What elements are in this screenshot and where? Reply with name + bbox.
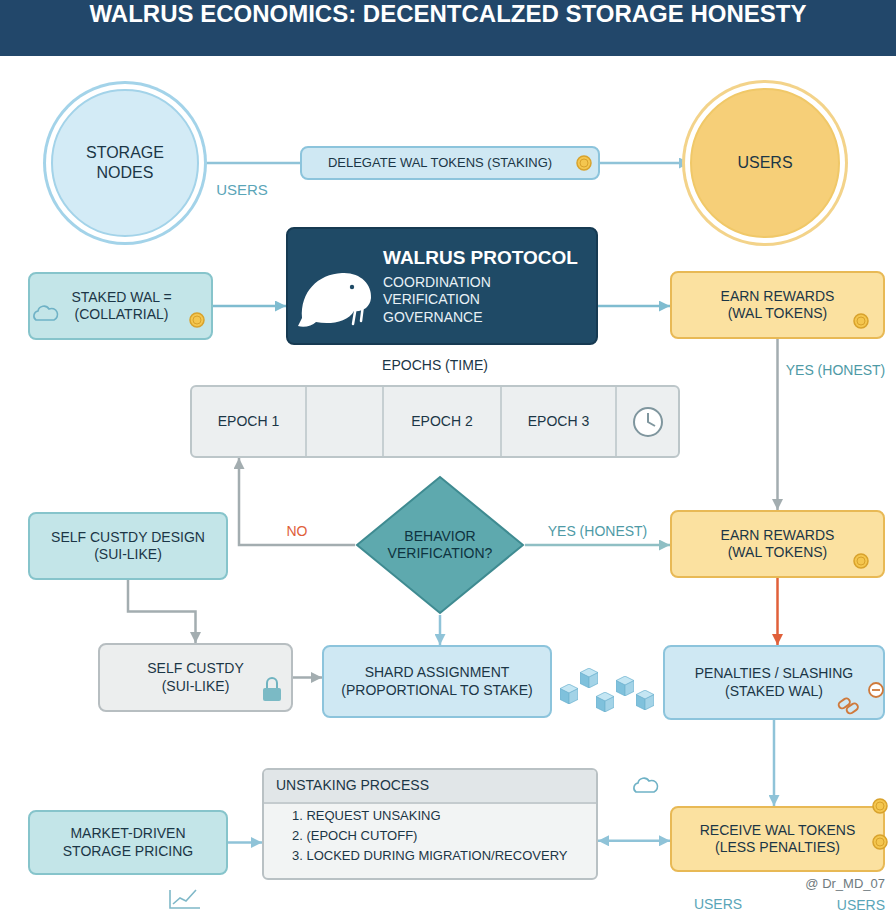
node-label: UNSTAKING PROCESS (264, 770, 596, 804)
connector (600, 162, 690, 165)
connector (239, 458, 355, 545)
circle-node: USERS (690, 88, 840, 238)
protocol-box: WALRUS PROTOCOL COORDINATION VERIFICATION… (286, 227, 598, 345)
node-label: EPOCHS (TIME) (192, 357, 678, 375)
walrus-logo (298, 273, 371, 327)
connector (773, 720, 776, 806)
reward-box: EARN REWARDS (WAL TOKENS) (670, 510, 885, 578)
node-label: EPOCH 2 (411, 413, 472, 431)
reward-box: EARN REWARDS (WAL TOKENS) (670, 271, 885, 339)
node-label: EPOCH 1 (218, 413, 279, 431)
epoch-cell: EPOCH 2 (382, 387, 502, 456)
chain-icon (837, 697, 859, 715)
node-label: SHARD ASSIGNMENT (PROPORTIONAL TO STAKE) (334, 664, 540, 699)
clock-icon (634, 408, 662, 436)
list-panel: UNSTAKING PROCESS1. REQUEST UNSAKING2. (… (262, 768, 598, 880)
connector (439, 615, 442, 645)
decision-diamond: BEHAVIOR VERIFICATION? (355, 475, 525, 615)
result-box: RECEIVE WAL TOKENS (LESS PENALTIES) (670, 806, 885, 872)
node-label: DELEGATE WAL TOKENS (STAKING) (328, 155, 552, 171)
data-cubes (560, 668, 654, 712)
process-box: SELF CUSTDY DESIGN (SUI-LIKE) (28, 512, 228, 580)
free-label: USERS (213, 181, 271, 199)
chart-icon (170, 890, 200, 908)
coin-icon (190, 156, 887, 849)
node-label: 3. LOCKED DURING MIGRATION/RECOVERY (264, 844, 596, 864)
connector (199, 162, 300, 165)
node-label: EARN REWARDS (WAL TOKENS) (703, 527, 853, 562)
connector (776, 578, 779, 645)
epoch-cell: EPOCH 3 (502, 387, 617, 456)
penalty-box: PENALTIES / SLASHING (STAKED WAL) (663, 645, 885, 720)
title-text: WALRUS ECONOMICS: DECENTCALZED STORAGE H… (0, 0, 896, 56)
node-label: SELF CUSTDY (SUI-LIKE) (131, 660, 261, 695)
node-label: STORAGE NODES (70, 143, 180, 183)
node-label: MARKET-DRIVEN STORAGE PRICING (46, 825, 211, 860)
minus-icon (869, 683, 883, 697)
connector (598, 305, 670, 308)
circle-node: STORAGE NODES (51, 89, 199, 237)
connector (213, 305, 286, 308)
node-label: WALRUS PROTOCOL (383, 246, 578, 270)
free-label: USERS (691, 896, 745, 913)
node-label: RECEIVE WAL TOKENS (LESS PENALTIES) (685, 822, 870, 857)
node-label: SELF CUSTDY DESIGN (SUI-LIKE) (40, 529, 216, 564)
node-label: USERS (737, 153, 792, 173)
node-label: EPOCH 3 (528, 413, 589, 431)
connector (293, 676, 322, 679)
epoch-band: EPOCHS (TIME)EPOCH 1EPOCH 2EPOCH 3 (190, 385, 680, 458)
edge-label: NO (284, 523, 311, 540)
edge-label: YES (HONEST) (545, 523, 651, 540)
connector (525, 544, 670, 547)
connector (776, 339, 779, 510)
node-label: STAKED WAL = (COLLATRIAL) (57, 289, 187, 324)
node-label: PENALTIES / SLASHING (STAKED WAL) (675, 665, 873, 700)
process-box: DELEGATE WAL TOKENS (STAKING) (300, 146, 600, 180)
process-box: STAKED WAL = (COLLATRIAL) (28, 272, 213, 340)
node-label: 2. (EPOCH CUTOFF) (264, 824, 596, 844)
node-label: EARN REWARDS (WAL TOKENS) (703, 288, 853, 323)
edge-label: YES (HONEST) (783, 361, 889, 378)
connector (228, 841, 262, 844)
cloud-icon (34, 306, 658, 792)
watermark: @ Dr_MD_07 (802, 876, 888, 892)
lock-icon (263, 678, 281, 701)
process-box: SHARD ASSIGNMENT (PROPORTIONAL TO STAKE) (322, 645, 552, 718)
process-box: MARKET-DRIVEN STORAGE PRICING (28, 810, 228, 875)
epoch-cell: EPOCH 1 (192, 387, 307, 456)
node-label: COORDINATION VERIFICATION GOVERNANCE (383, 274, 513, 327)
node-label: BEHAVIOR VERIFICATION? (380, 528, 500, 563)
connector (128, 580, 196, 643)
process-box: SELF CUSTDY (SUI-LIKE) (98, 643, 293, 712)
connector (598, 840, 670, 843)
node-label: 1. REQUEST UNSAKING (264, 804, 596, 824)
free-label: USERS (834, 897, 888, 914)
